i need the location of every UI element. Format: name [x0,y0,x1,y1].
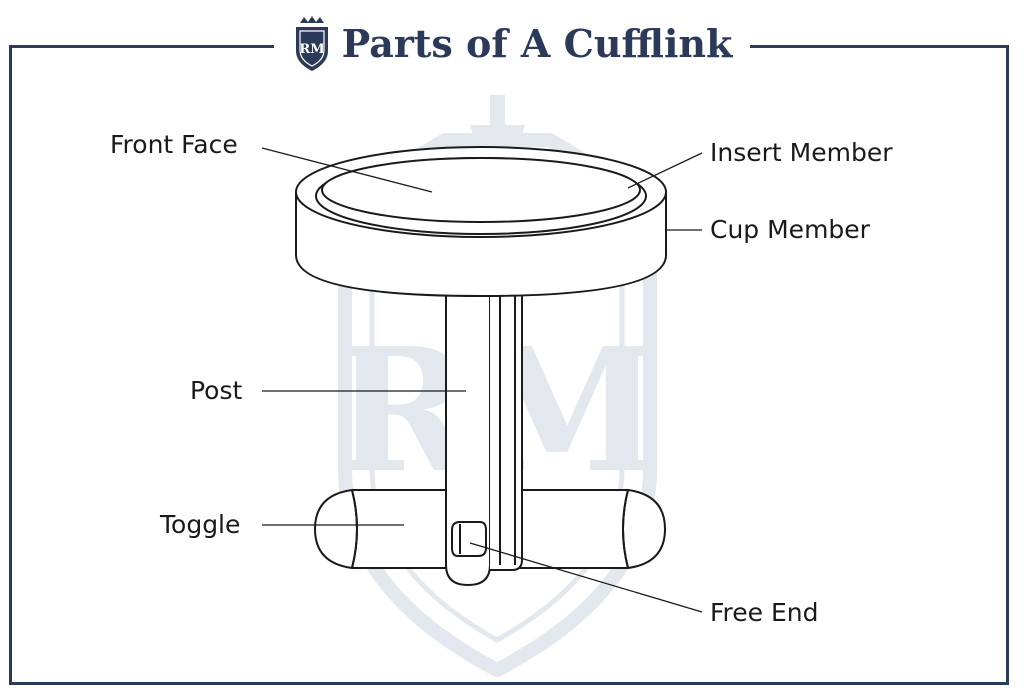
crown-shield-logo-icon: RM [295,16,328,71]
toggle-label: Toggle [160,510,241,539]
free-end [451,521,487,557]
page-title: Parts of A Cufflink [341,21,733,66]
free-end-label: Free End [710,598,819,627]
cup-member-label: Cup Member [710,215,870,244]
post-label: Post [190,376,243,405]
title-inner: RM Parts of A Cufflink [273,14,751,74]
leader-lines [261,147,703,613]
cufflink-illustration [295,146,667,587]
front-face [321,157,641,223]
toggle-left-cap [313,488,358,570]
post [445,287,491,587]
front-face-label: Front Face [110,130,238,159]
free-end-leader [469,542,703,613]
insert-member-leader [627,152,703,189]
logo-monogram: RM [299,42,324,57]
insert-member-label: Insert Member [710,138,893,167]
front-face-leader [261,147,433,193]
title-bar: RM Parts of A Cufflink [0,14,1024,74]
